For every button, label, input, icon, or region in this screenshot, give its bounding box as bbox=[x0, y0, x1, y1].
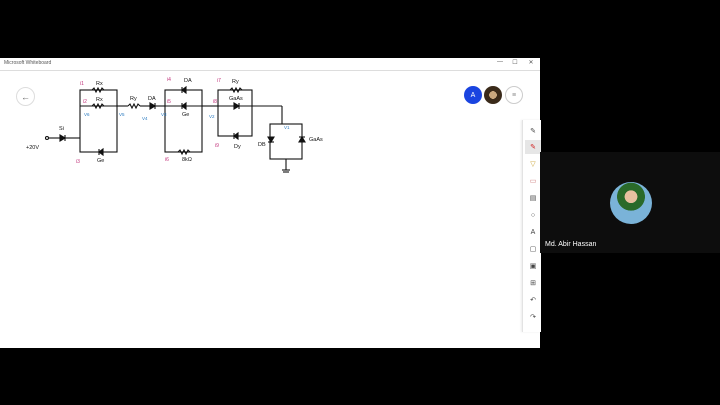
pen-icon: ✎ bbox=[530, 144, 536, 151]
svg-text:V2: V2 bbox=[209, 114, 215, 119]
text-icon: A bbox=[530, 228, 536, 236]
svg-text:Dy: Dy bbox=[234, 144, 241, 150]
svg-text:Rx: Rx bbox=[96, 97, 103, 103]
ruler-tool[interactable]: ▤ bbox=[525, 191, 541, 205]
insert-tool[interactable]: ⊞ bbox=[525, 276, 541, 290]
person-icon: A bbox=[470, 91, 476, 99]
redo-button[interactable]: ↷ bbox=[525, 310, 541, 324]
back-button[interactable]: ← bbox=[16, 87, 35, 106]
maximize-button[interactable]: ☐ bbox=[512, 60, 518, 66]
svg-text:i2: i2 bbox=[83, 99, 87, 105]
redo-icon: ↷ bbox=[530, 314, 536, 321]
insert-icon: ⊞ bbox=[530, 280, 536, 287]
svg-text:Si: Si bbox=[59, 126, 64, 132]
svg-text:Rx: Rx bbox=[96, 81, 103, 87]
svg-text:GaAs: GaAs bbox=[309, 137, 323, 143]
undo-button[interactable]: ↶ bbox=[525, 293, 541, 307]
svg-text:i6: i6 bbox=[165, 157, 169, 163]
lasso-icon: ○ bbox=[530, 211, 536, 219]
participant-video-tile: Md. Abir Hassan bbox=[540, 152, 720, 253]
svg-text:Ry: Ry bbox=[232, 79, 239, 85]
svg-text:i3: i3 bbox=[76, 159, 80, 165]
svg-text:i9: i9 bbox=[215, 143, 219, 149]
svg-text:V5: V5 bbox=[119, 112, 125, 117]
svg-text:DA: DA bbox=[184, 78, 192, 84]
eraser-icon: ▭ bbox=[529, 178, 537, 185]
svg-text:i8: i8 bbox=[213, 99, 217, 105]
svg-text:V3: V3 bbox=[161, 112, 167, 117]
menu-icon: ≡ bbox=[511, 91, 517, 99]
image-tool[interactable]: ▣ bbox=[525, 259, 541, 273]
svg-text:+20V: +20V bbox=[26, 145, 39, 151]
svg-text:i1: i1 bbox=[80, 81, 84, 87]
window-title: Microsoft Whiteboard bbox=[4, 60, 52, 66]
ruler-icon: ▤ bbox=[529, 195, 537, 202]
pen-red-tool[interactable]: ✎ bbox=[525, 140, 541, 154]
highlighter-tool[interactable]: ▽ bbox=[525, 157, 541, 171]
lasso-tool[interactable]: ○ bbox=[525, 208, 541, 222]
svg-text:V1: V1 bbox=[284, 125, 290, 130]
participant-avatar-photo[interactable] bbox=[484, 86, 502, 104]
close-button[interactable]: ✕ bbox=[528, 60, 534, 66]
svg-text:Ry: Ry bbox=[130, 96, 137, 102]
svg-text:i5: i5 bbox=[167, 99, 171, 105]
svg-text:V6: V6 bbox=[84, 112, 90, 117]
svg-text:GaAs: GaAs bbox=[229, 96, 243, 102]
svg-text:i4: i4 bbox=[167, 77, 171, 83]
svg-text:8kΩ: 8kΩ bbox=[182, 157, 192, 163]
highlighter-icon: ▽ bbox=[530, 161, 536, 168]
menu-button[interactable]: ≡ bbox=[505, 86, 523, 104]
back-arrow-icon: ← bbox=[21, 91, 30, 102]
undo-icon: ↶ bbox=[530, 297, 536, 304]
sticky-note-tool[interactable]: ▢ bbox=[525, 242, 541, 256]
minimize-button[interactable]: — bbox=[497, 59, 503, 65]
image-icon: ▣ bbox=[529, 263, 537, 270]
svg-text:Ge: Ge bbox=[97, 158, 104, 164]
eraser-tool[interactable]: ▭ bbox=[525, 174, 541, 188]
participant-avatar-initial[interactable]: A bbox=[464, 86, 482, 104]
whiteboard-window: Microsoft Whiteboard — ☐ ✕ bbox=[0, 58, 541, 348]
ink-toolbar: ✎ ✎ ▽ ▭ ▤ ○ A ▢ ▣ ⊞ ↶ ↷ bbox=[522, 120, 541, 332]
title-bar: Microsoft Whiteboard — ☐ ✕ bbox=[0, 58, 540, 71]
participant-photo bbox=[610, 182, 652, 224]
svg-text:DB: DB bbox=[258, 142, 266, 148]
text-tool[interactable]: A bbox=[525, 225, 541, 239]
pen-black-tool[interactable]: ✎ bbox=[525, 124, 541, 138]
svg-text:V4: V4 bbox=[142, 116, 148, 121]
svg-text:DA: DA bbox=[148, 96, 156, 102]
sticky-note-icon: ▢ bbox=[529, 246, 537, 253]
participant-name: Md. Abir Hassan bbox=[545, 241, 597, 248]
svg-text:Ge: Ge bbox=[182, 112, 189, 118]
svg-text:i7: i7 bbox=[217, 78, 221, 84]
pen-icon: ✎ bbox=[530, 128, 536, 135]
whiteboard-canvas[interactable]: +20V Si Rx Rx Ge Ry DA DA Ge 8kΩ Ry GaAs… bbox=[0, 70, 520, 348]
